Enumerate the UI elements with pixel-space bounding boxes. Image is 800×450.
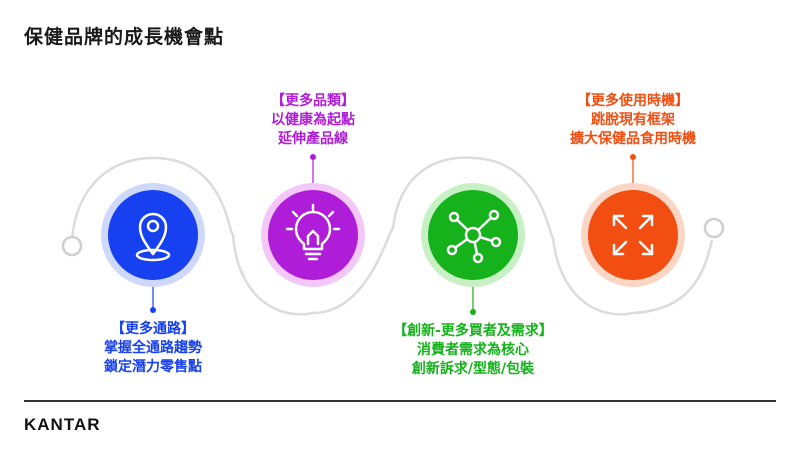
node-circle (108, 190, 198, 280)
expand-arrows-icon (612, 214, 654, 256)
network-icon (446, 209, 502, 264)
connector-dot (630, 154, 636, 160)
connector-dot (470, 309, 476, 315)
track-start-dot (61, 235, 83, 257)
label-heading: 【更多通路】 (111, 321, 195, 337)
label-heading: 【更多品類】 (271, 93, 355, 109)
label-innovation: 【創新-更多買者及需求】 消費者需求為核心 創新訴求/型態/包裝 (373, 322, 573, 379)
node-circle (268, 190, 358, 280)
kantar-logo: KANTAR (24, 415, 101, 434)
lightbulb-icon (285, 203, 341, 261)
label-line: 擴大保健品食用時機 (570, 131, 696, 147)
label-heading: 【創新-更多買者及需求】 (393, 323, 553, 339)
node-channels (101, 183, 205, 313)
track-end-dot (703, 217, 725, 239)
connector-dot (150, 307, 156, 313)
node-innovation (421, 183, 525, 315)
label-heading: 【更多使用時機】 (577, 93, 689, 109)
label-line: 掌握全通路趨勢 (104, 340, 202, 356)
location-pin-icon (135, 212, 171, 262)
label-line: 以健康為起點 (271, 112, 355, 128)
label-occasions: 【更多使用時機】 跳脫現有框架 擴大保健品食用時機 (553, 92, 713, 149)
node-circle (588, 190, 678, 280)
label-line: 延伸產品線 (278, 131, 348, 147)
track-path (70, 156, 714, 316)
label-line: 創新訴求/型態/包裝 (411, 361, 535, 377)
label-channels: 【更多通路】 掌握全通路趨勢 鎖定潛力零售點 (73, 320, 233, 377)
node-occasions (581, 154, 685, 287)
node-categories (261, 154, 365, 287)
page-title: 保健品牌的成長機會點 (24, 26, 225, 48)
connector-dot (310, 154, 316, 160)
label-line: 跳脫現有框架 (591, 112, 675, 128)
label-categories: 【更多品類】 以健康為起點 延伸產品線 (233, 92, 393, 149)
label-line: 鎖定潛力零售點 (104, 359, 202, 375)
label-line: 消費者需求為核心 (417, 342, 529, 358)
footer-divider (24, 400, 776, 402)
